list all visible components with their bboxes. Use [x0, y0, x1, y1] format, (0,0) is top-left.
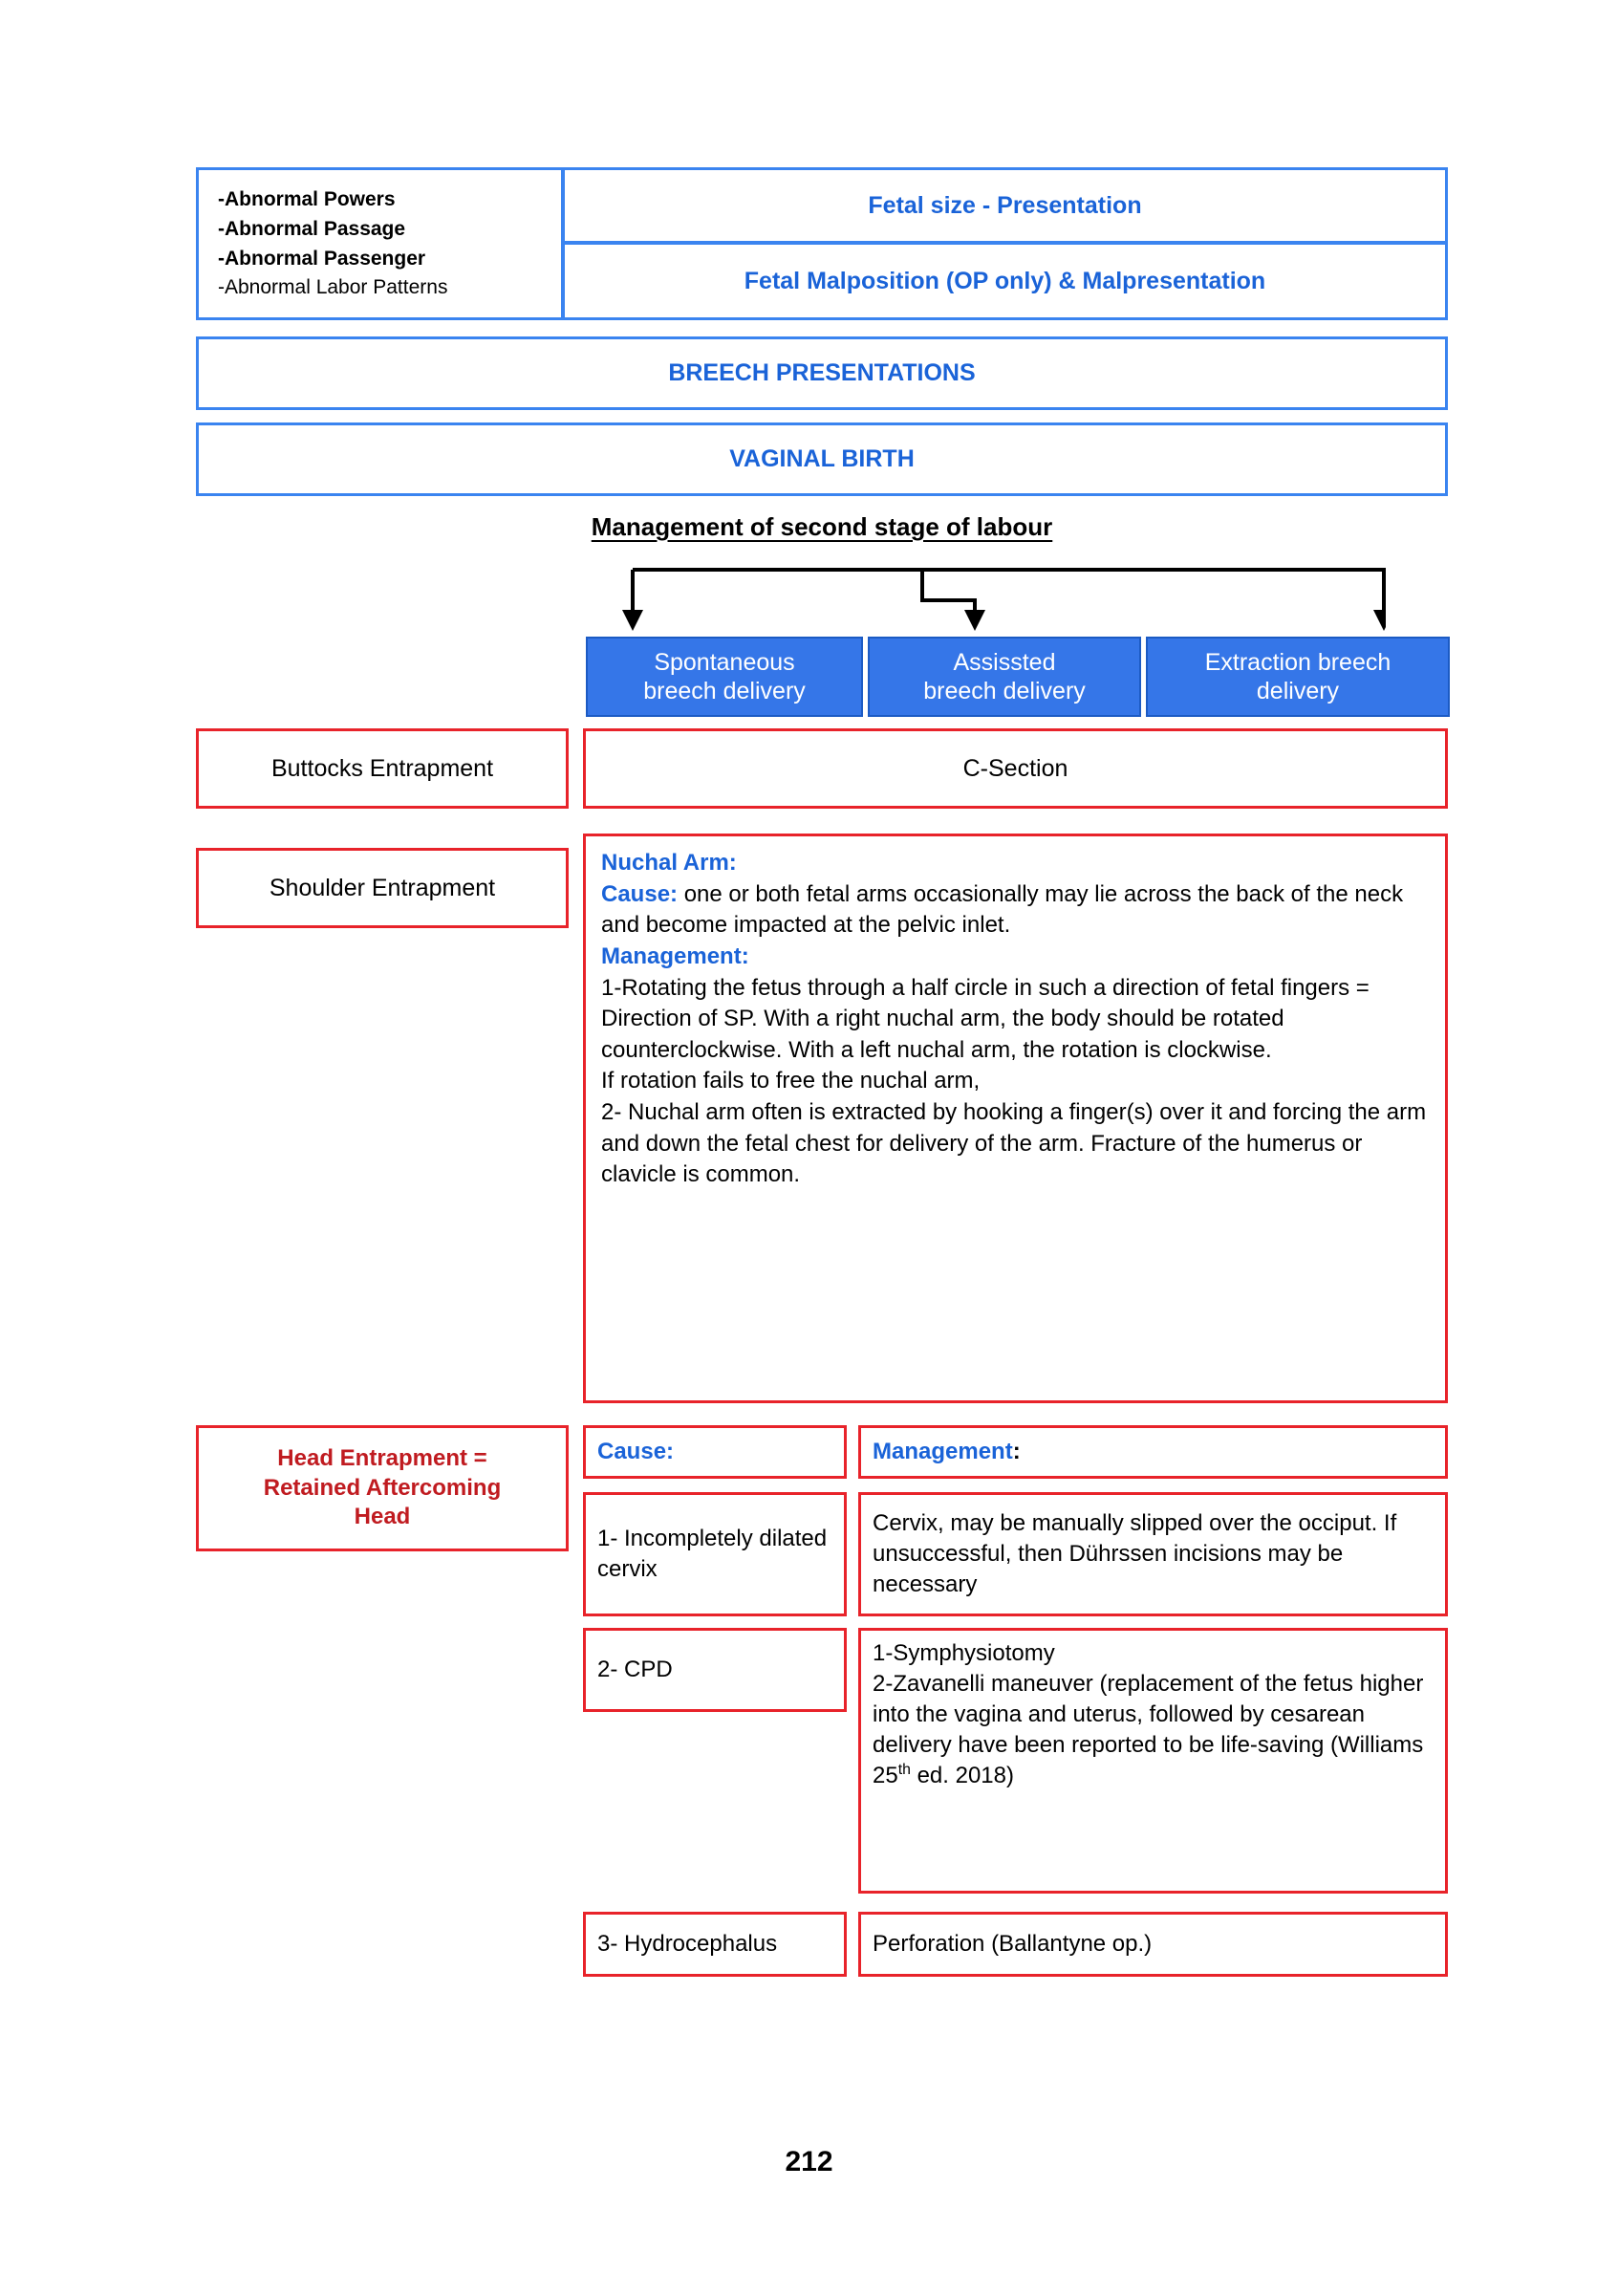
page-title-text: Management of second stage of labour [591, 512, 1053, 541]
cause-cpd: 2- CPD [597, 1657, 673, 1683]
table-row: Perforation (Ballantyne op.) [858, 1912, 1448, 1977]
delivery-label-line2: breech delivery [643, 678, 806, 704]
table-header-cause: Cause: [583, 1425, 847, 1479]
header-vaginal-birth-box: VAGINAL BIRTH [196, 422, 1448, 496]
nuchal-arm-management-step-1: 1-Rotating the fetus through a half circ… [601, 974, 1370, 1063]
management-zavanelli: 2-Zavanelli maneuver (replacement of the… [873, 1669, 1434, 1791]
list-item: -Abnormal Passenger [218, 247, 426, 270]
management-zavanelli-citation-end: ed. 2018) [910, 1762, 1014, 1788]
cause-text: one or both fetal arms occasionally may … [601, 880, 1404, 939]
complication-shoulder-entrapment: Shoulder Entrapment [196, 848, 569, 928]
head-entrapment-line2: Retained Aftercoming [263, 1474, 502, 1501]
table-row: 2- CPD [583, 1628, 847, 1712]
arrowhead-middle-icon [964, 610, 985, 631]
complication-buttocks-entrapment: Buttocks Entrapment [196, 728, 569, 809]
header-fetal-size-box: Fetal size - Presentation [562, 167, 1448, 244]
list-item: -Abnormal Passage [218, 217, 406, 240]
management-symphysiotomy: 1-Symphysiotomy [873, 1640, 1055, 1666]
delivery-label-line1: Spontaneous [654, 648, 795, 676]
edition-ordinal-superscript: th [897, 1761, 911, 1778]
table-header-management-text: Management [873, 1439, 1013, 1465]
table-row: 3- Hydrocephalus [583, 1912, 847, 1977]
header-malposition-box: Fetal Malposition (OP only) & Malpresent… [562, 242, 1448, 320]
cause-hydrocephalus: 3- Hydrocephalus [597, 1931, 778, 1958]
arrowhead-left-icon [622, 610, 643, 631]
table-header-management-colon: : [1012, 1439, 1021, 1465]
nuchal-arm-management-note: If rotation fails to free the nuchal arm… [601, 1068, 981, 1094]
list-item: -Abnormal Labor Patterns [218, 276, 448, 299]
cause-incompletely-dilated-cervix: 1- Incompletely dilated cervix [597, 1526, 828, 1582]
delivery-type-assisted[interactable]: Assissted breech delivery [868, 637, 1141, 717]
nuchal-arm-details: Nuchal Arm: Cause: one or both fetal arm… [583, 834, 1448, 1403]
page-number: 212 [785, 2146, 833, 2177]
delivery-type-extraction[interactable]: Extraction breech delivery [1146, 637, 1450, 717]
table-row: Cervix, may be manually slipped over the… [858, 1492, 1448, 1616]
list-item: -Abnormal Powers [218, 188, 396, 211]
management-perforation: Perforation (Ballantyne op.) [873, 1931, 1153, 1958]
management-duhrssen-incisions: Cervix, may be manually slipped over the… [873, 1510, 1397, 1597]
nuchal-arm-management-step-2: 2- Nuchal arm often is extracted by hook… [601, 1099, 1427, 1188]
table-header-management: Management: [858, 1425, 1448, 1479]
delivery-label-line1: Assissted [953, 648, 1056, 676]
head-entrapment-line1: Head Entrapment = [277, 1444, 487, 1471]
delivery-label-line2: breech delivery [923, 678, 1086, 704]
nuchal-arm-title: Nuchal Arm: [601, 850, 737, 876]
cause-label: Cause: [601, 880, 679, 907]
head-entrapment-line3: Head [354, 1504, 411, 1530]
page-title: Management of second stage of labour [196, 512, 1448, 542]
nuchal-arm-cause-paragraph: Cause: one or both fetal arms occasional… [601, 879, 1432, 942]
delivery-type-spontaneous[interactable]: Spontaneous breech delivery [586, 637, 863, 717]
connector-middle-stem [920, 570, 977, 614]
nuchal-arm-management-label: Management: [601, 942, 749, 969]
management-c-section: C-Section [583, 728, 1448, 809]
header-breech-presentations-box: BREECH PRESENTATIONS [196, 336, 1448, 410]
complication-head-entrapment: Head Entrapment = Retained Aftercoming H… [196, 1425, 569, 1551]
arrowhead-right-icon [1373, 610, 1386, 631]
management-zavanelli-text: 2-Zavanelli maneuver (replacement of the… [873, 1670, 1424, 1788]
delivery-label-line1: Extraction breech [1204, 648, 1391, 676]
abnormal-factors-list: -Abnormal Powers -Abnormal Passage -Abno… [218, 188, 447, 298]
header-abnormal-factors-box: -Abnormal Powers -Abnormal Passage -Abno… [196, 167, 564, 320]
table-row: 1-Symphysiotomy 2-Zavanelli maneuver (re… [858, 1628, 1448, 1894]
table-header-cause-text: Cause: [597, 1439, 675, 1465]
branch-connector-arrows [622, 568, 1386, 631]
table-row: 1- Incompletely dilated cervix [583, 1492, 847, 1616]
delivery-label-line2: delivery [1256, 678, 1340, 704]
